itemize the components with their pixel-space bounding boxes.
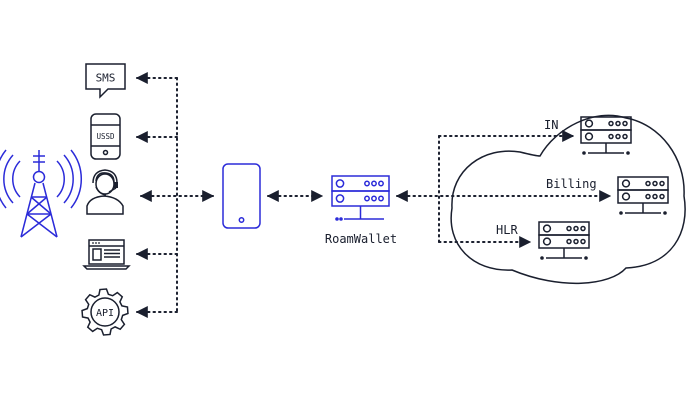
cell-tower-icon [0,149,83,238]
cloud-icon [450,114,686,284]
billing-server-icon [617,176,669,216]
network-connectors [395,130,612,248]
api-gear-icon: API [81,288,129,336]
roamwallet-server-icon [331,175,390,221]
hlr-label: HLR [496,223,518,237]
billing-label: Billing [546,177,597,191]
sms-bubble-icon: SMS [85,63,126,99]
sms-label: SMS [96,72,116,85]
in-label: IN [544,118,558,132]
in-server-icon [580,116,632,156]
hlr-server-icon [538,221,590,261]
channel-connectors [135,72,215,318]
smartphone-icon [222,163,261,229]
call-agent-icon [86,169,124,215]
ussd-label: USSD [96,132,115,141]
api-label: API [96,308,114,319]
web-laptop-icon [82,239,131,270]
roamwallet-label: RoamWallet [325,232,397,246]
ussd-phone-icon: USSD [90,113,121,160]
